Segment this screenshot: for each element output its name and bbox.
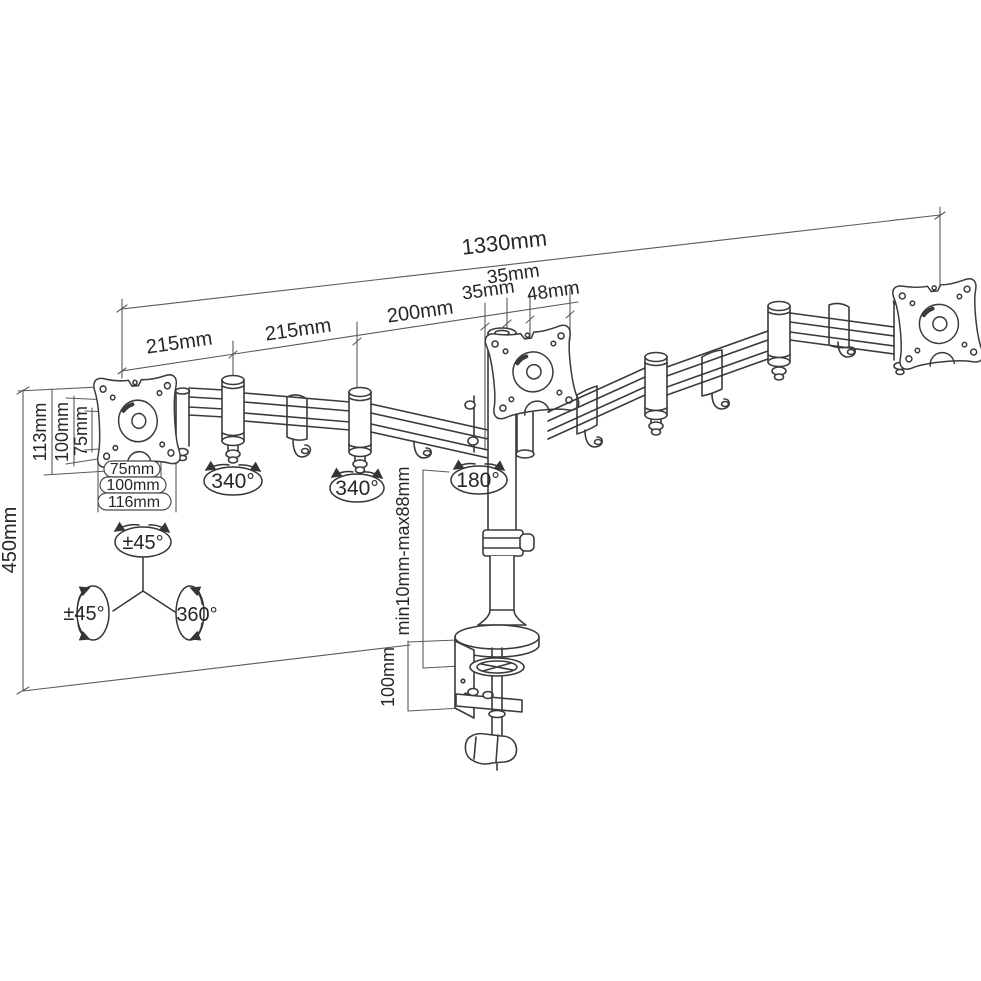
label-plate-height: 113mm [30, 403, 50, 462]
center-plate-foot [515, 408, 535, 459]
label-plate-width-100: 100mm [106, 477, 159, 494]
dimension-labels: 1330mm 215mm 215mm 200mm 35mm 35mm 48mm … [0, 225, 581, 707]
label-height-adjust: min10mm-max88mm [393, 466, 413, 635]
tilt-swivel-diagram [76, 521, 205, 641]
dim-arm-segments [117, 287, 579, 451]
clamp-screw [491, 675, 503, 737]
height-collar [482, 529, 524, 557]
label-rotation-340-center: 340° [335, 477, 378, 500]
label-clamp-range: 100mm [378, 647, 398, 707]
rotation-340-center [329, 467, 385, 503]
label-plate-width-116: 116mm [108, 494, 160, 511]
joint-1 [221, 374, 245, 464]
label-rotation-180: 180° [456, 469, 499, 492]
dim-height-adjust [422, 469, 461, 669]
label-pole-height: 450mm [0, 507, 21, 574]
label-plate-vertical-75: 75mm [71, 406, 91, 456]
label-arm-segment-1: 215mm [145, 328, 214, 359]
label-tilt-left: ±45° [63, 603, 104, 625]
desk-clamp [454, 624, 540, 771]
label-plate-width-75: 75mm [110, 461, 154, 478]
vesa-plate-right [890, 276, 981, 372]
rotation-180-pole [450, 459, 508, 495]
joint-2 [348, 386, 372, 474]
label-total-width: 1330mm [460, 225, 548, 259]
vesa-plate-center [482, 322, 582, 422]
vesa-plate-left [93, 374, 180, 467]
dim-pole-height [16, 386, 411, 695]
label-arm-segment-3: 200mm [386, 297, 455, 328]
label-swivel: 360° [176, 604, 217, 626]
label-rotation-340-left: 340° [211, 470, 254, 493]
rotation-340-left [203, 460, 263, 496]
right-arm [547, 298, 909, 448]
joint-4 [767, 300, 791, 381]
clamp-jaw [455, 693, 523, 713]
dim-clamp-range [407, 639, 463, 712]
dim-total-width [116, 206, 946, 379]
label-plate-vertical-100: 100mm [52, 402, 72, 462]
clamp-knob [464, 732, 518, 765]
label-tilt-top: ±45° [122, 532, 163, 554]
joint-3 [644, 351, 668, 436]
plate-width-pills [97, 460, 172, 511]
mount-hardware [93, 276, 981, 771]
left-arm [174, 374, 516, 474]
collar-lever [519, 533, 535, 552]
desk-pad-top [454, 624, 540, 650]
rotation-annotations [76, 459, 508, 641]
